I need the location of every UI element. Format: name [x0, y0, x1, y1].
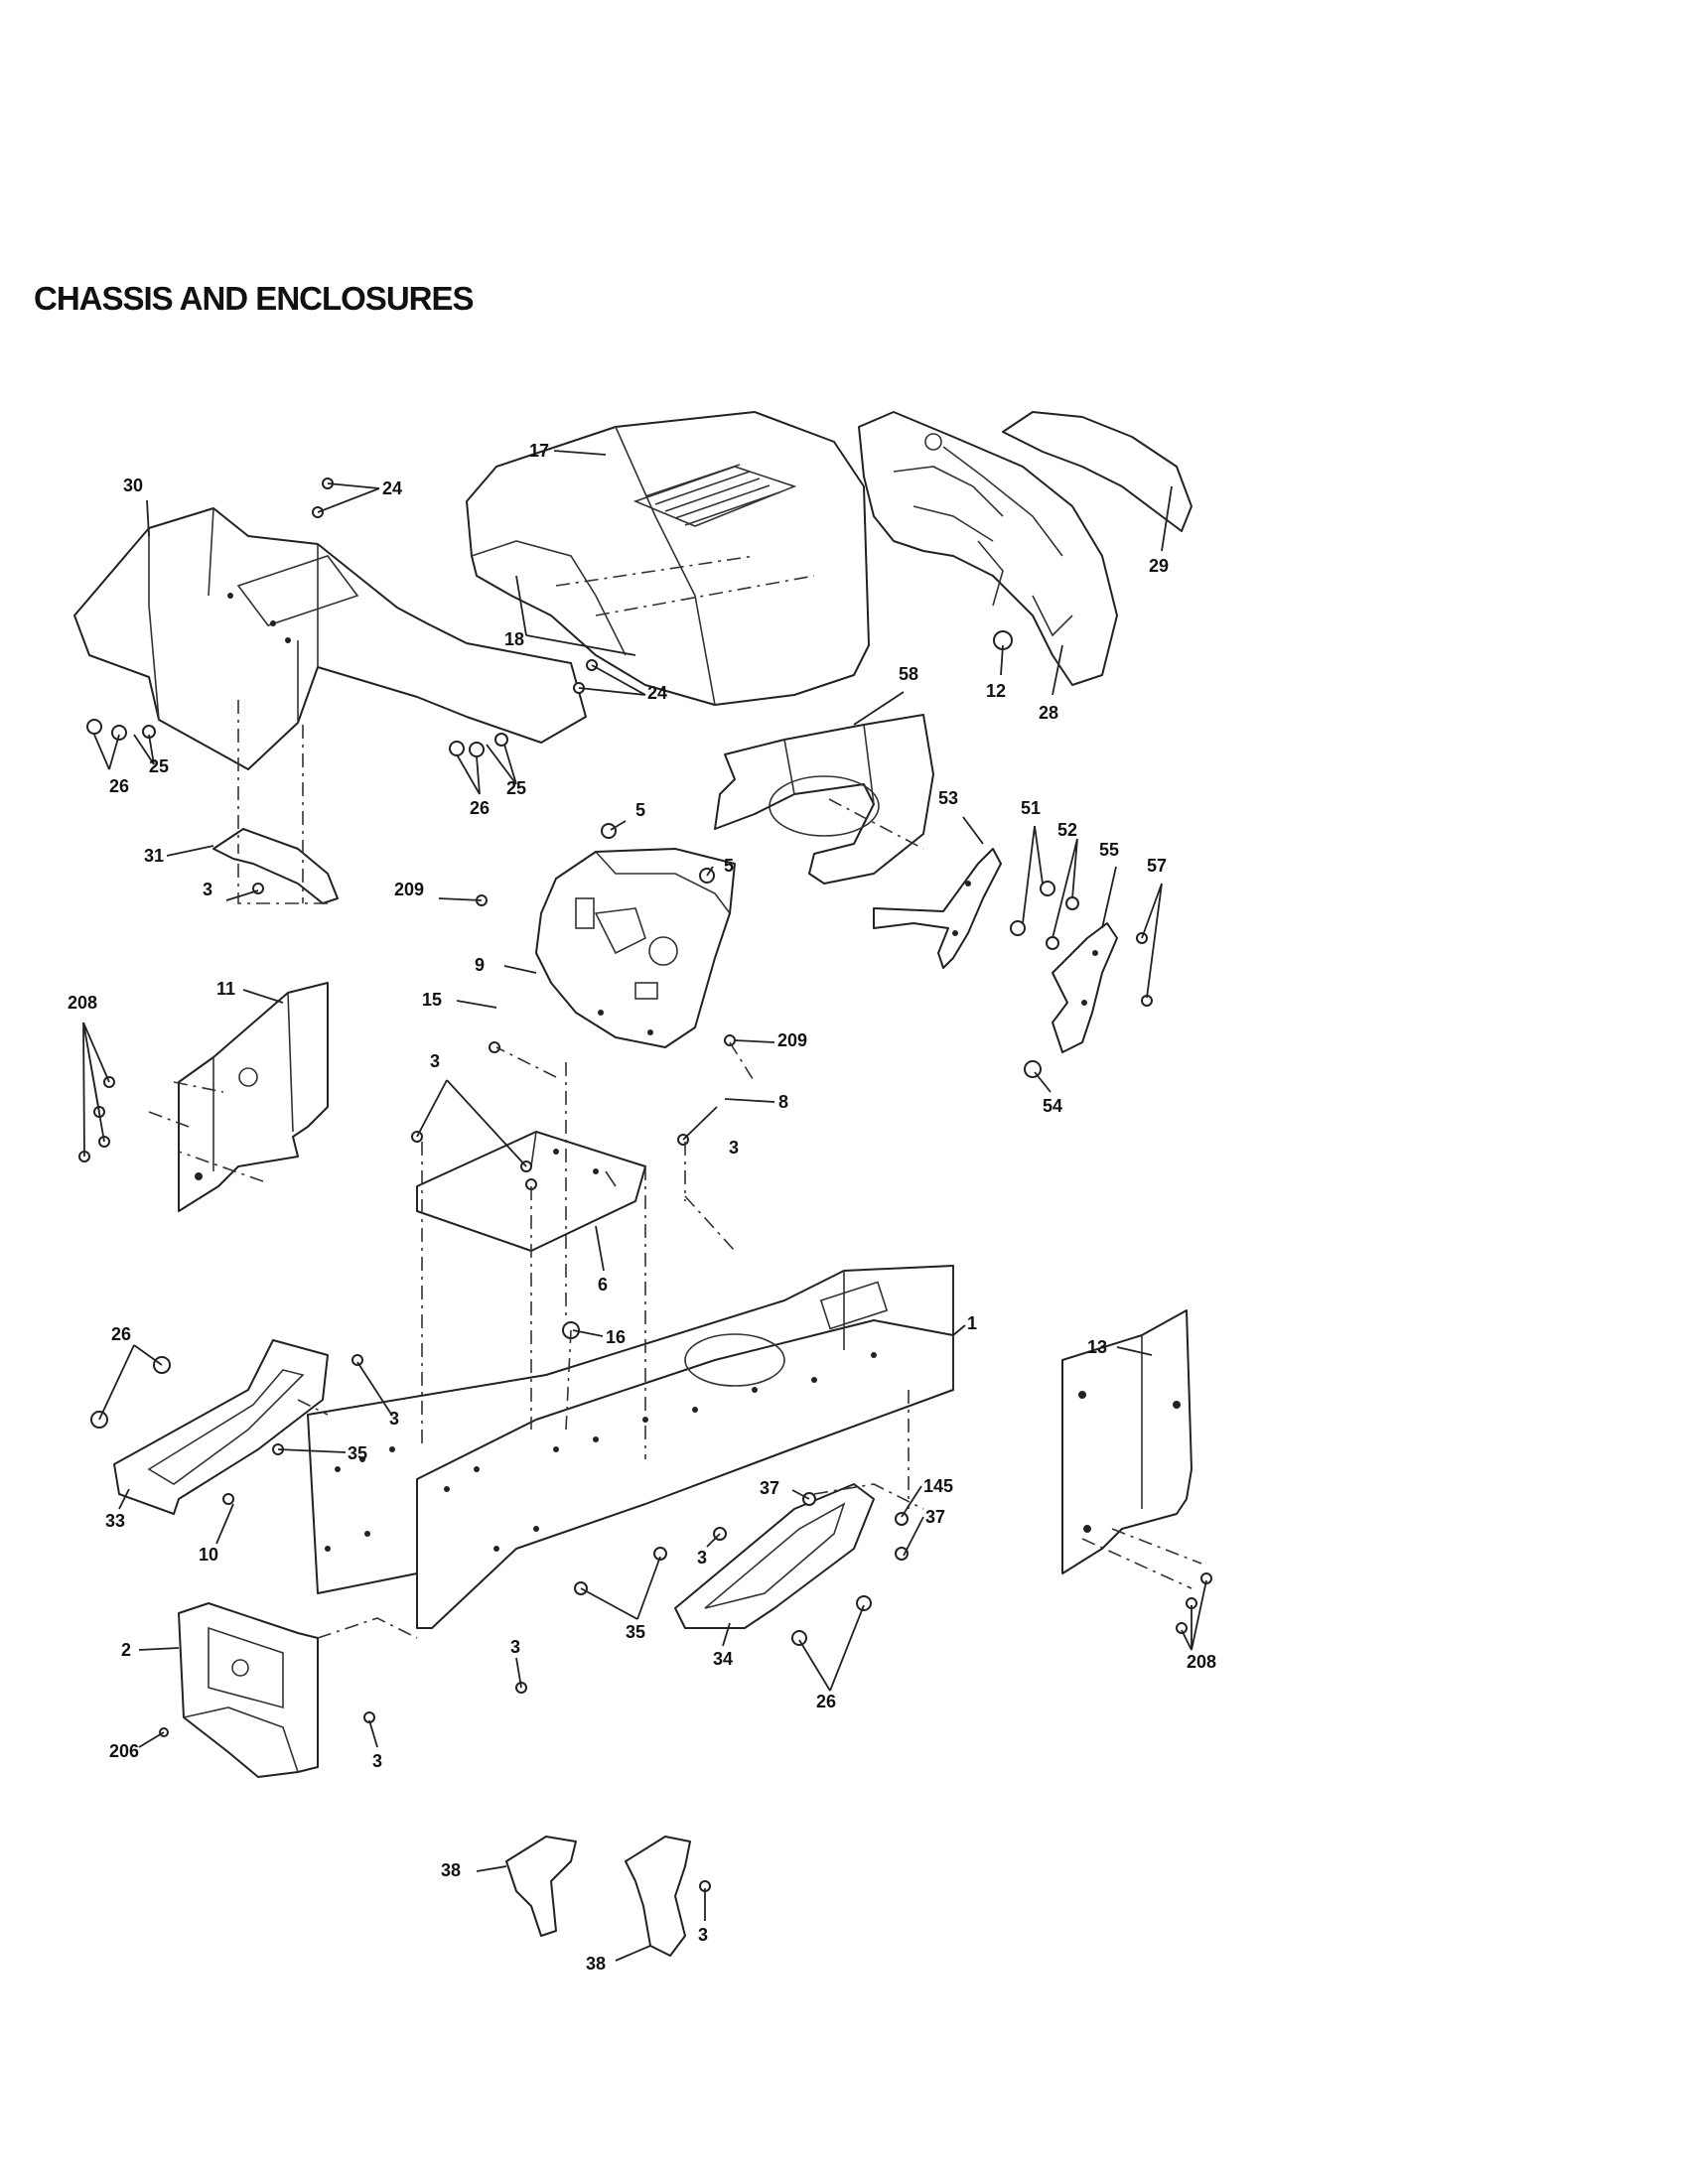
callout-57: 57: [1147, 856, 1167, 876]
hardware-fasteners: [78, 478, 1212, 1892]
callout-3: 3: [510, 1637, 520, 1657]
callout-52: 52: [1057, 820, 1077, 840]
callout-33: 33: [105, 1511, 125, 1531]
callout-labels: 17 30 24 29 18 12 28 24 58 26 25 26 25 5…: [68, 441, 1216, 1974]
callout-1: 1: [967, 1313, 977, 1333]
callout-53: 53: [938, 788, 958, 808]
callout-5: 5: [724, 856, 734, 876]
callout-18: 18: [504, 629, 524, 649]
bracket-38a-part: [505, 1836, 577, 1937]
callout-55: 55: [1099, 840, 1119, 860]
leader-lines: [82, 450, 1207, 1962]
callout-17: 17: [529, 441, 549, 461]
callout-145: 145: [923, 1476, 953, 1496]
callout-15: 15: [422, 990, 442, 1010]
left-footrest-part: [113, 1339, 329, 1515]
callout-26: 26: [816, 1692, 836, 1711]
callout-10: 10: [199, 1545, 218, 1565]
callout-208: 208: [68, 993, 97, 1013]
callout-3: 3: [203, 880, 212, 899]
callout-13: 13: [1087, 1337, 1107, 1357]
callout-208: 208: [1187, 1652, 1216, 1672]
bracket-38b-part: [625, 1836, 691, 1957]
hood-part: [466, 411, 870, 706]
callout-8: 8: [778, 1092, 788, 1112]
firewall-part: [535, 848, 736, 1048]
callout-3: 3: [698, 1925, 708, 1945]
callout-38: 38: [441, 1860, 461, 1880]
callout-35: 35: [626, 1622, 645, 1642]
callout-51: 51: [1021, 798, 1041, 818]
callout-5: 5: [635, 800, 645, 820]
callout-16: 16: [606, 1327, 626, 1347]
callout-6: 6: [598, 1275, 608, 1295]
callout-26: 26: [109, 776, 129, 796]
callout-54: 54: [1043, 1096, 1062, 1116]
callout-12: 12: [986, 681, 1006, 701]
callout-37: 37: [925, 1507, 945, 1527]
callout-11: 11: [216, 979, 235, 999]
callout-30: 30: [123, 476, 143, 495]
callout-3: 3: [430, 1051, 440, 1071]
callout-3: 3: [729, 1138, 739, 1158]
callout-25: 25: [149, 756, 169, 776]
assembly-lines: [148, 700, 1202, 1639]
callout-209: 209: [777, 1030, 807, 1050]
bracket-55-part: [1052, 922, 1118, 1053]
front-bracket-part: [178, 1602, 319, 1778]
page-title: CHASSIS AND ENCLOSURES: [34, 280, 474, 317]
callout-3: 3: [372, 1751, 382, 1771]
heat-shield-part: [714, 714, 934, 885]
callout-9: 9: [475, 955, 485, 975]
callout-29: 29: [1149, 556, 1169, 576]
callout-2: 2: [121, 1640, 131, 1660]
callout-24: 24: [647, 683, 667, 703]
rear-fender-part: [73, 507, 587, 770]
callout-3: 3: [697, 1548, 707, 1568]
left-side-panel-part: [178, 982, 329, 1212]
callout-35: 35: [348, 1443, 367, 1463]
callout-26: 26: [470, 798, 490, 818]
callout-25: 25: [506, 778, 526, 798]
callout-24: 24: [382, 478, 402, 498]
callout-38: 38: [586, 1954, 606, 1974]
dash-panel-part: [858, 411, 1118, 686]
callout-37: 37: [760, 1478, 779, 1498]
callout-28: 28: [1039, 703, 1058, 723]
callout-58: 58: [899, 664, 918, 684]
callout-34: 34: [713, 1649, 733, 1669]
callout-209: 209: [394, 880, 424, 899]
main-frame-part: [307, 1265, 954, 1629]
bracket-31-part: [212, 828, 339, 904]
right-side-panel-part: [1061, 1309, 1193, 1574]
callout-31: 31: [144, 846, 164, 866]
callout-26: 26: [111, 1324, 131, 1344]
callout-3: 3: [389, 1409, 399, 1429]
callout-206: 206: [109, 1741, 139, 1761]
bracket-53-part: [873, 848, 1002, 969]
hood-trim-part: [1002, 411, 1193, 532]
